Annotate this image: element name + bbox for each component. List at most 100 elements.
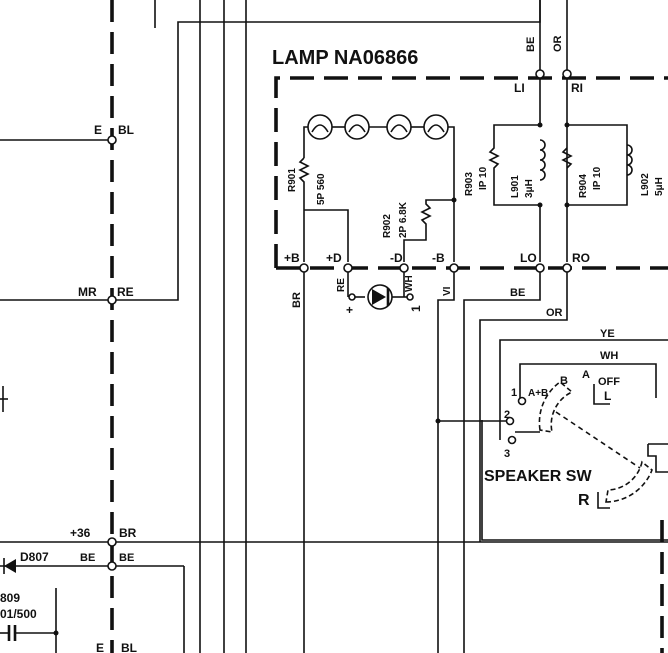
label-d807: D807	[20, 550, 49, 564]
label-bl: BL	[118, 123, 134, 137]
label-pos-ab: A+B	[528, 388, 548, 399]
switch-l-bracket	[593, 384, 610, 405]
label-pos-3: 3	[504, 448, 510, 460]
terminal-lo	[535, 263, 545, 273]
wire-wh-loop	[519, 363, 657, 400]
label-pos-2: 2	[504, 409, 510, 421]
label-br-wire: BR	[291, 292, 303, 308]
terminal-minus-d	[399, 263, 409, 273]
label-ri: RI	[571, 81, 583, 95]
wire-be-lo	[463, 272, 541, 653]
node-mr-re	[107, 295, 117, 305]
switch-ganged-link	[555, 411, 641, 469]
pilot-lamps	[303, 114, 455, 200]
switch-contact-2	[505, 416, 515, 426]
label-plus36: +36	[70, 526, 91, 540]
switch-contact-3	[507, 435, 517, 445]
label-plus-d: +D	[326, 251, 342, 265]
label-pos-a: A	[582, 369, 590, 381]
module-title: LAMP NA06866	[272, 47, 418, 69]
label-e-bottom: E	[96, 641, 104, 653]
switch-contact-1	[517, 396, 527, 406]
node-d807	[107, 561, 117, 571]
lamp-4	[423, 114, 449, 140]
label-br: BR	[119, 526, 137, 540]
label-bl-bottom: BL	[121, 641, 137, 653]
label-r901-value: 5P 560	[316, 173, 327, 205]
label-l901-name: L901	[510, 175, 521, 198]
label-li: LI	[514, 81, 525, 95]
terminal-li	[535, 69, 545, 79]
label-re-wire: RE	[336, 278, 347, 292]
label-ye: YE	[600, 328, 615, 340]
label-l902-name: L902	[640, 173, 651, 196]
label-r904-name: R904	[578, 174, 589, 198]
resistor-r903	[488, 78, 541, 262]
label-pos-b: B	[560, 375, 568, 387]
lamp-2	[344, 114, 370, 140]
node-c809	[53, 630, 59, 636]
node-e-bl	[107, 135, 117, 145]
terminal-ro	[562, 263, 572, 273]
loop-r904-l902	[567, 124, 628, 206]
label-re: RE	[117, 285, 134, 299]
wire-or-ro	[479, 272, 568, 542]
label-l902-value: 5μH	[654, 177, 665, 196]
switch-r-bracket	[597, 492, 610, 509]
label-be-right: BE	[119, 552, 134, 564]
label-pos-1: 1	[511, 387, 517, 399]
label-l901-value: 3μH	[524, 179, 535, 198]
switch-r-body	[647, 443, 668, 473]
label-one: 1	[409, 305, 423, 312]
label-r903-value: IP 10	[478, 166, 489, 190]
label-minus-d: -D	[390, 251, 403, 265]
lamp-module-outline-top	[274, 76, 668, 268]
label-plus-b: +B	[284, 251, 300, 265]
label-wh-wire: WH	[404, 275, 415, 292]
terminal-minus-b	[449, 263, 459, 273]
label-c809-value: 01/500	[0, 607, 37, 621]
lamp-3	[386, 114, 412, 140]
label-be-left: BE	[80, 552, 95, 564]
label-or-ro: OR	[546, 307, 563, 319]
label-l: L	[604, 389, 611, 403]
label-minus-b: -B	[432, 251, 445, 265]
switch-label: SPEAKER SW	[484, 468, 592, 485]
label-lo: LO	[520, 251, 537, 265]
speaker-sw-frame	[481, 420, 668, 541]
terminal-plus-b	[299, 263, 309, 273]
wire-c809	[16, 588, 57, 653]
label-be-lo: BE	[510, 287, 525, 299]
label-plus: +	[346, 303, 353, 317]
resistor-r904	[561, 147, 573, 169]
resistor-r901	[298, 157, 310, 262]
lamp-1	[307, 114, 333, 140]
switch-rotor-arc-r	[605, 460, 653, 503]
label-pos-off: OFF	[598, 376, 620, 388]
label-c809-name: 809	[0, 591, 20, 605]
switch-rotor-arc	[538, 380, 574, 433]
label-vi-wire: VI	[442, 286, 453, 296]
inductor-l902	[626, 144, 633, 176]
wire-plus-d	[304, 209, 349, 262]
diode-d807-symbol	[4, 559, 16, 573]
inductor-l901	[539, 139, 546, 181]
label-wh: WH	[600, 350, 618, 362]
speaker-sw-outline	[499, 339, 668, 420]
label-or-top: OR	[552, 35, 564, 52]
label-ro: RO	[572, 251, 590, 265]
terminal-plus-d	[343, 263, 353, 273]
label-r903-name: R903	[464, 172, 475, 196]
label-mr: MR	[78, 285, 97, 299]
wire-vi	[437, 272, 455, 653]
resistor-r902	[403, 199, 454, 262]
node-plus36	[107, 537, 117, 547]
label-e: E	[94, 123, 102, 137]
label-r: R	[578, 492, 590, 509]
led-triangle	[372, 289, 386, 305]
label-r901-name: R901	[287, 168, 298, 192]
label-r902-name: R902	[382, 214, 393, 238]
terminal-ri	[562, 69, 572, 79]
label-r902-value: 2P 6.8K	[398, 201, 409, 238]
